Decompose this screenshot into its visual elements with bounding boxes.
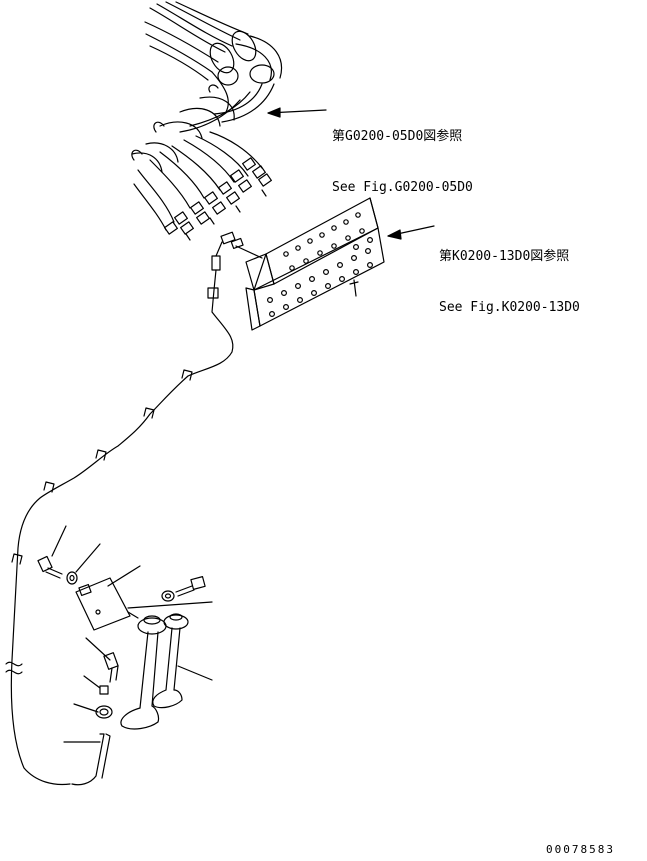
elbow-fitting bbox=[212, 232, 262, 270]
tube-clips bbox=[12, 370, 192, 564]
reference-jp-text: 第K0200-13D0図参照 bbox=[439, 249, 570, 264]
drawing-number: 00078583 bbox=[546, 843, 615, 856]
reference-en-text: See Fig.K0200-13D0 bbox=[439, 300, 580, 315]
horn-assembly bbox=[76, 578, 188, 729]
air-tube bbox=[6, 270, 233, 784]
valve-block-ports bbox=[268, 213, 373, 317]
leader-line-ref2 bbox=[388, 226, 434, 239]
reference-label-k0200: 第K0200-13D0図参照 See Fig.K0200-13D0 bbox=[439, 214, 580, 333]
reference-en-text: See Fig.G0200-05D0 bbox=[332, 180, 473, 195]
bolt-left bbox=[38, 556, 62, 578]
washer-left bbox=[67, 572, 77, 584]
small-nut bbox=[100, 686, 108, 694]
leader-line-ref1 bbox=[268, 108, 326, 117]
reference-jp-text: 第G0200-05D0図参照 bbox=[332, 129, 463, 144]
hose-fittings bbox=[165, 158, 272, 240]
hose-end bbox=[72, 734, 110, 785]
connector-fitting bbox=[104, 653, 118, 682]
callout-leaders bbox=[52, 526, 212, 742]
valve-block bbox=[246, 198, 384, 330]
washer-right bbox=[162, 591, 174, 601]
sleeve-nut bbox=[96, 706, 112, 718]
hose-bundle bbox=[132, 2, 282, 240]
bolt-right bbox=[176, 577, 205, 596]
reference-label-g0200: 第G0200-05D0図参照 See Fig.G0200-05D0 bbox=[332, 94, 473, 213]
